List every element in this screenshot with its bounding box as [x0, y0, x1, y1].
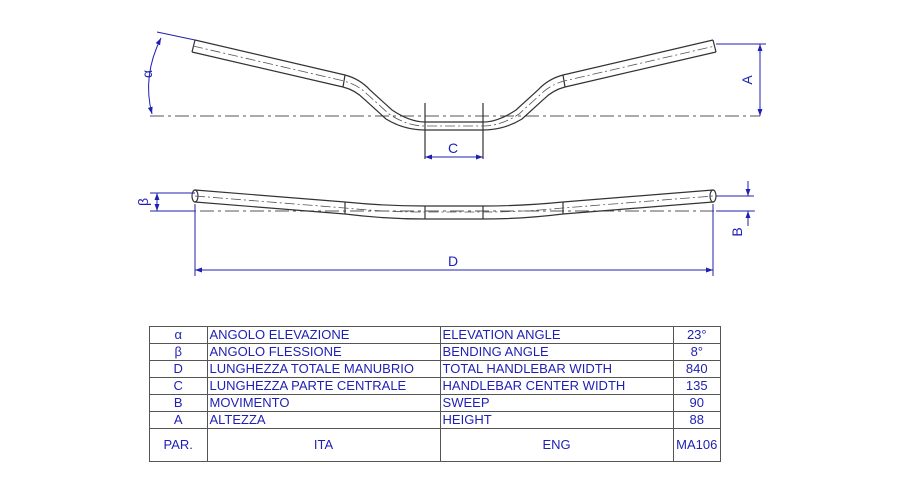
alpha-dimension-arc — [147, 37, 162, 115]
c-label: C — [448, 140, 458, 156]
italian-cell: ALTEZZA — [206, 411, 441, 429]
param-cell: C — [149, 377, 208, 395]
b-label: B — [729, 227, 745, 236]
english-cell: ELEVATION ANGLE — [439, 326, 674, 344]
table-row: β ANGOLO FLESSIONE BENDING ANGLE 8° — [149, 343, 722, 361]
table-row: B MOVIMENTO SWEEP 90 — [149, 394, 722, 412]
table-row: α ANGOLO ELEVAZIONE ELEVATION ANGLE 23° — [149, 326, 722, 344]
header-ita: ITA — [206, 428, 441, 462]
table-header-row: PAR. ITA ENG MA106 — [149, 428, 722, 462]
front-view: α A C — [139, 31, 766, 160]
italian-cell: LUNGHEZZA TOTALE MANUBRIO — [206, 360, 441, 378]
table-row: A ALTEZZA HEIGHT 88 — [149, 411, 722, 429]
d-label: D — [448, 253, 458, 269]
value-cell: 8° — [672, 343, 722, 361]
table-row: D LUNGHEZZA TOTALE MANUBRIO TOTAL HANDLE… — [149, 360, 722, 378]
table-row: C LUNGHEZZA PARTE CENTRALE HANDLEBAR CEN… — [149, 377, 722, 395]
param-cell: α — [149, 326, 208, 344]
front-bar-outline — [191, 39, 717, 159]
italian-cell: ANGOLO ELEVAZIONE — [206, 326, 441, 344]
header-eng: ENG — [439, 428, 674, 462]
value-cell: 840 — [672, 360, 722, 378]
specification-table: α ANGOLO ELEVAZIONE ELEVATION ANGLE 23° … — [149, 326, 722, 462]
header-par: PAR. — [149, 428, 208, 462]
a-label: A — [739, 75, 755, 85]
value-cell: 90 — [672, 394, 722, 412]
param-cell: B — [149, 394, 208, 412]
value-cell: 135 — [672, 377, 722, 395]
header-model: MA106 — [672, 428, 722, 462]
italian-cell: MOVIMENTO — [206, 394, 441, 412]
italian-cell: ANGOLO FLESSIONE — [206, 343, 441, 361]
alpha-extension-line — [156, 31, 196, 41]
alpha-label: α — [139, 70, 155, 78]
english-cell: HANDLEBAR CENTER WIDTH — [439, 377, 674, 395]
value-cell: 23° — [672, 326, 722, 344]
top-bar-outline — [191, 189, 717, 220]
front-bar-centerline — [192, 45, 716, 127]
param-cell: β — [149, 343, 208, 361]
specification-rows: α ANGOLO ELEVAZIONE ELEVATION ANGLE 23° … — [149, 326, 722, 462]
beta-label: β — [135, 198, 151, 206]
top-bar-centerline — [194, 195, 714, 213]
value-cell: 88 — [672, 411, 722, 429]
top-view: β B D — [135, 181, 755, 276]
param-cell: A — [149, 411, 208, 429]
english-cell: TOTAL HANDLEBAR WIDTH — [439, 360, 674, 378]
english-cell: BENDING ANGLE — [439, 343, 674, 361]
english-cell: HEIGHT — [439, 411, 674, 429]
english-cell: SWEEP — [439, 394, 674, 412]
italian-cell: LUNGHEZZA PARTE CENTRALE — [206, 377, 441, 395]
param-cell: D — [149, 360, 208, 378]
